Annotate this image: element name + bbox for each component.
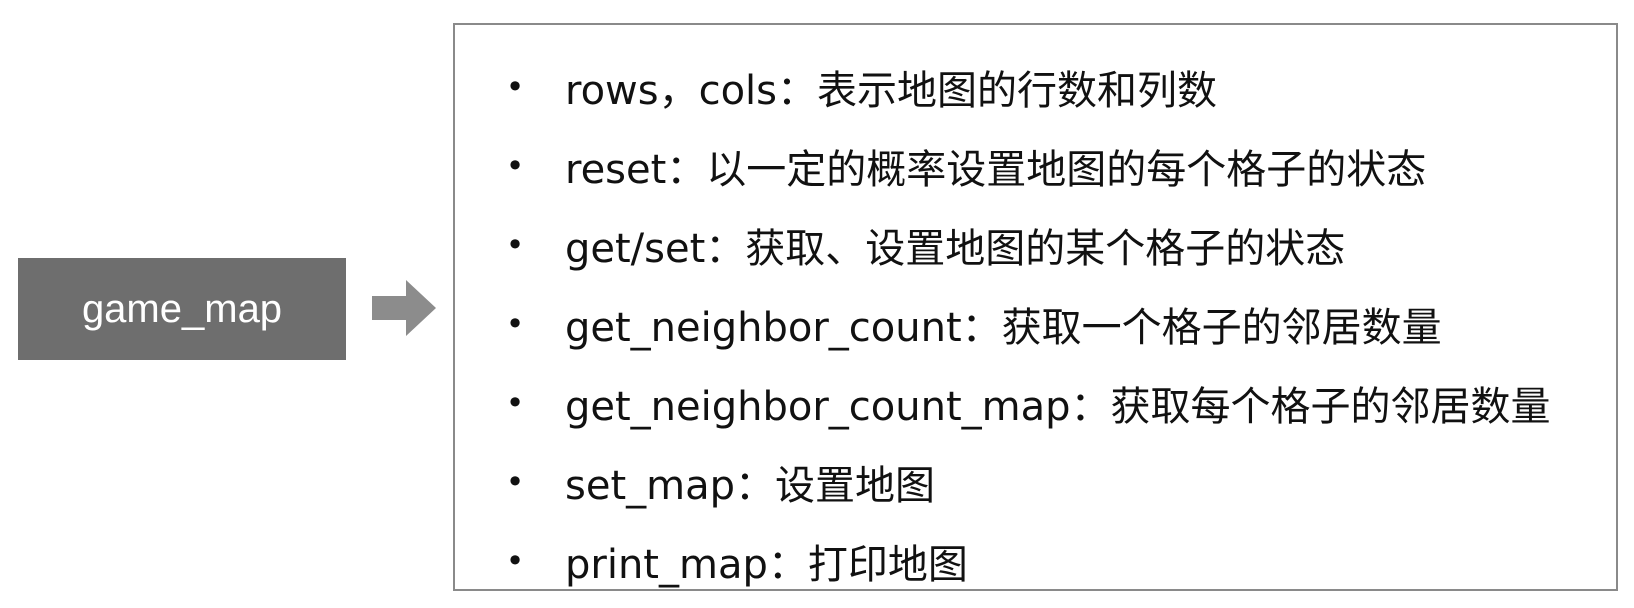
method-text: rows，cols：表示地图的行数和列数 bbox=[565, 67, 1218, 114]
method-item-print-map: • print_map：打印地图 bbox=[455, 521, 1616, 600]
method-item-reset: • reset：以一定的概率设置地图的每个格子的状态 bbox=[455, 126, 1616, 205]
class-name-box: game_map bbox=[18, 258, 346, 360]
bullet-icon: • bbox=[505, 304, 525, 343]
method-list: • rows，cols：表示地图的行数和列数 • reset：以一定的概率设置地… bbox=[455, 47, 1616, 600]
method-item-rows-cols: • rows，cols：表示地图的行数和列数 bbox=[455, 47, 1616, 126]
method-text: set_map：设置地图 bbox=[565, 462, 935, 509]
method-item-get-set: • get/set：获取、设置地图的某个格子的状态 bbox=[455, 205, 1616, 284]
method-item-get-neighbor-count-map: • get_neighbor_count_map：获取每个格子的邻居数量 bbox=[455, 363, 1616, 442]
class-name-label: game_map bbox=[81, 286, 283, 331]
method-text: print_map：打印地图 bbox=[565, 541, 968, 588]
bullet-icon: • bbox=[505, 383, 525, 422]
method-text: reset：以一定的概率设置地图的每个格子的状态 bbox=[565, 146, 1427, 193]
method-text: get_neighbor_count_map：获取每个格子的邻居数量 bbox=[565, 383, 1551, 430]
bullet-icon: • bbox=[505, 541, 525, 580]
bullet-icon: • bbox=[505, 462, 525, 501]
method-item-set-map: • set_map：设置地图 bbox=[455, 442, 1616, 521]
right-arrow-icon bbox=[372, 280, 436, 336]
method-list-box: • rows，cols：表示地图的行数和列数 • reset：以一定的概率设置地… bbox=[453, 23, 1618, 591]
bullet-icon: • bbox=[505, 67, 525, 106]
method-item-get-neighbor-count: • get_neighbor_count：获取一个格子的邻居数量 bbox=[455, 284, 1616, 363]
bullet-icon: • bbox=[505, 225, 525, 264]
method-text: get_neighbor_count：获取一个格子的邻居数量 bbox=[565, 304, 1442, 351]
method-text: get/set：获取、设置地图的某个格子的状态 bbox=[565, 225, 1346, 272]
bullet-icon: • bbox=[505, 146, 525, 185]
